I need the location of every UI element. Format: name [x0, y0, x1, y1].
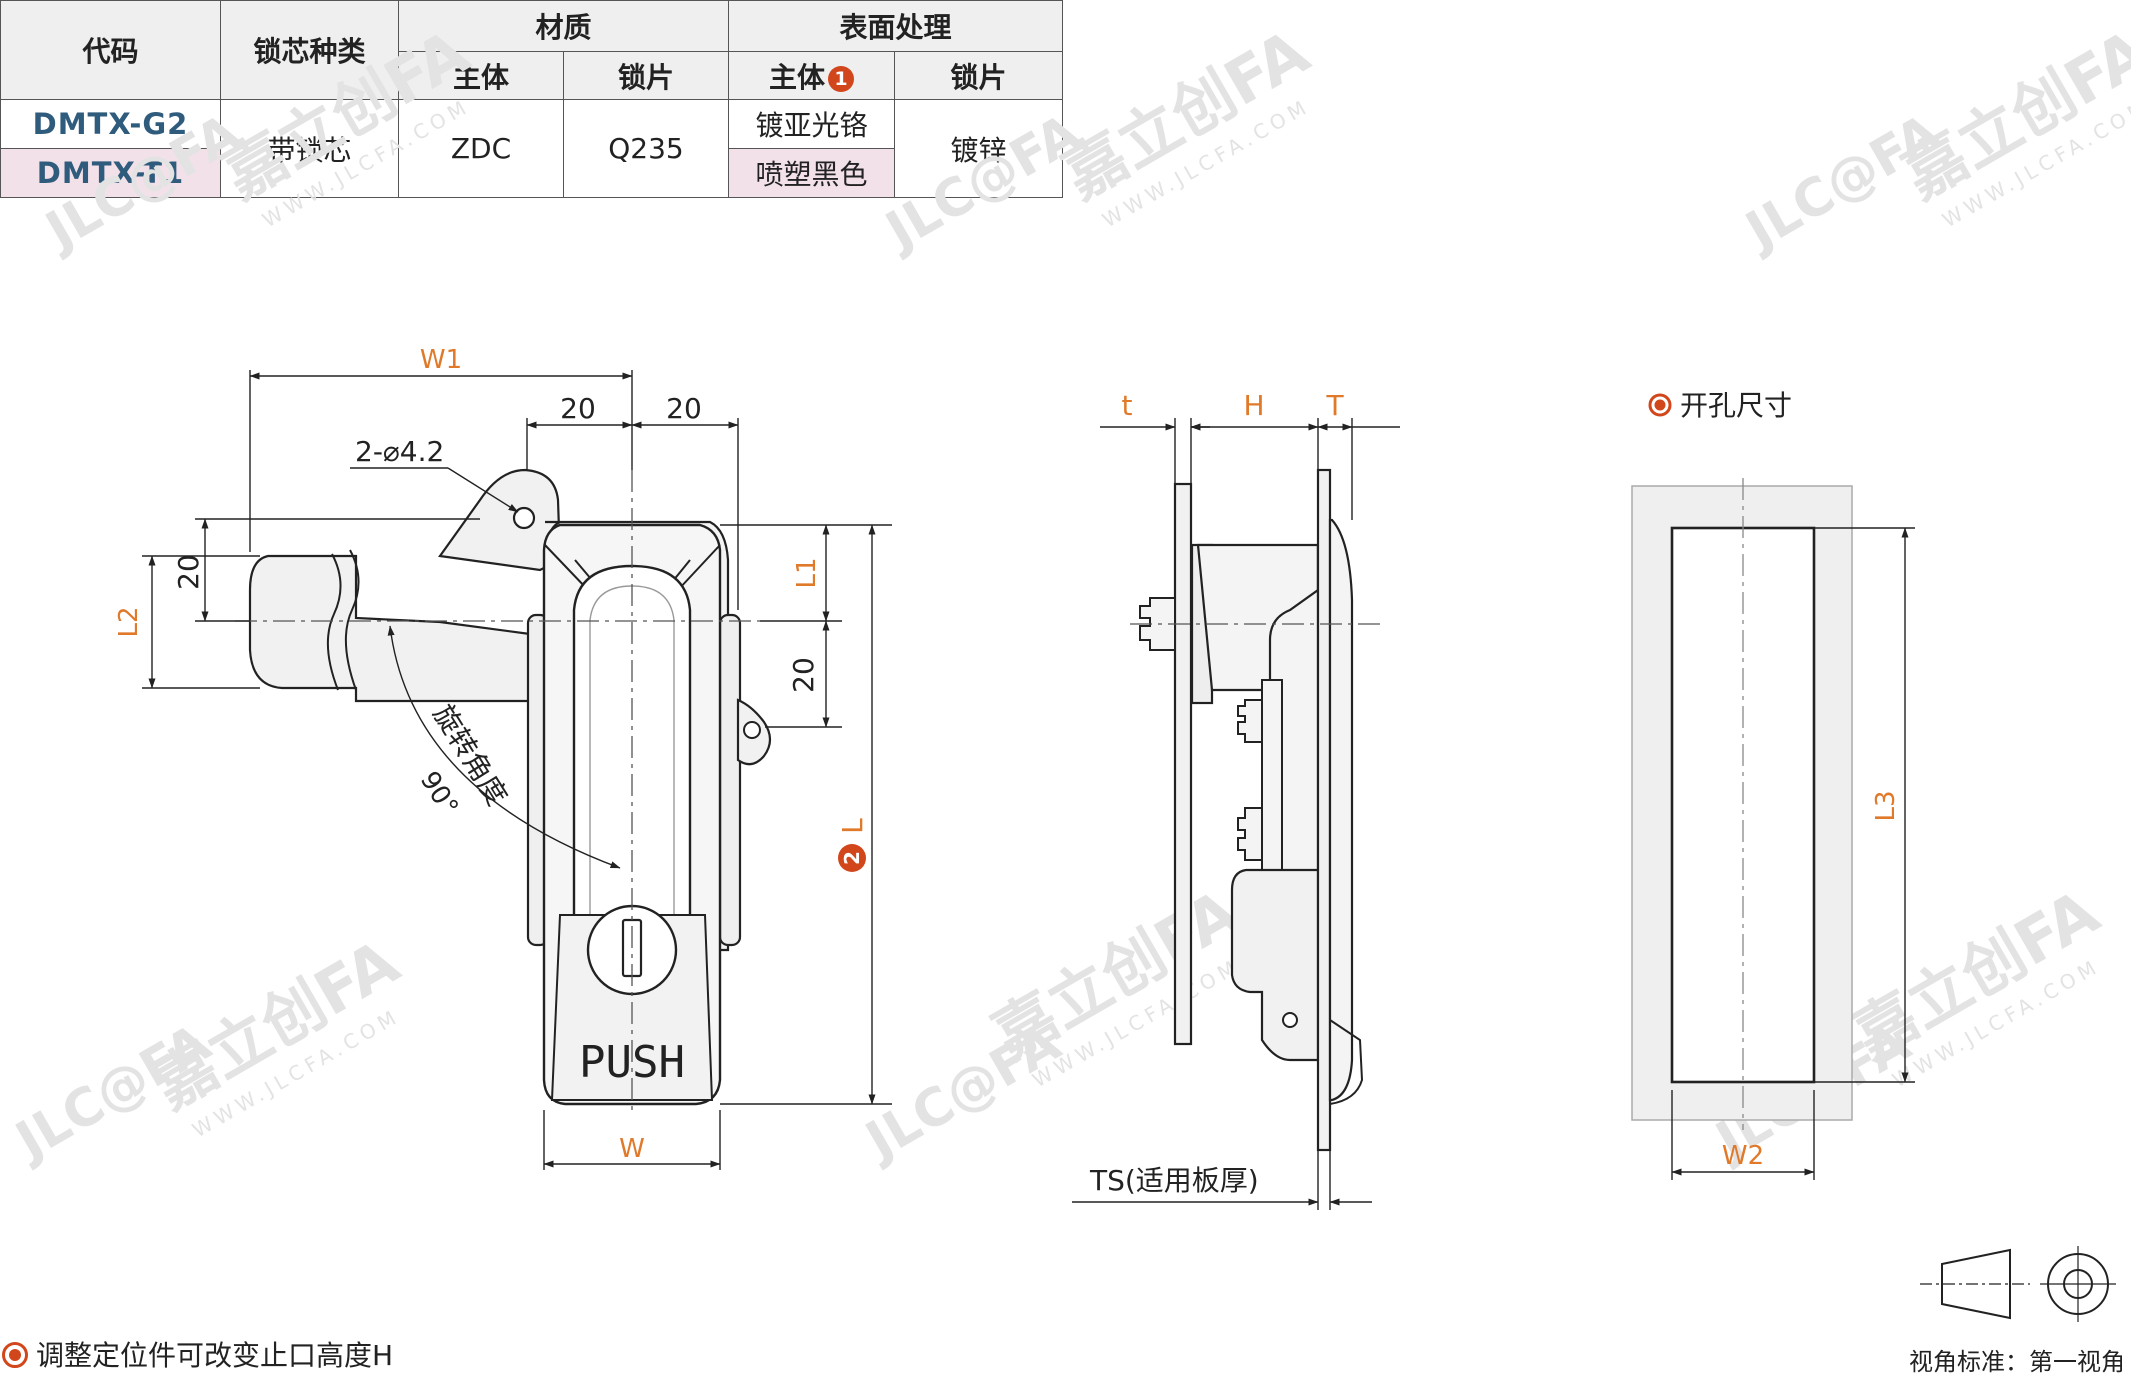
mount-hole — [512, 506, 536, 530]
dim-h: H — [1243, 389, 1264, 422]
handle-break-line — [344, 549, 360, 691]
dim-t-large: T — [1325, 389, 1344, 422]
row-plate-material: Q235 — [562, 99, 730, 198]
cutout-dimensions — [1671, 527, 1915, 1180]
push-trigger-inner — [589, 585, 675, 1006]
header-material-body: 主体 — [398, 51, 564, 100]
row-code: DMTX-T1 — [0, 148, 221, 198]
projection-label: 视角标准：第一视角 — [1909, 1342, 2125, 1377]
lower-bracket — [1230, 868, 1320, 1062]
dim-l-group: 2 L — [836, 818, 869, 872]
note-bullet-icon — [2, 1342, 28, 1368]
header-code: 代码 — [0, 0, 221, 100]
dim-w2: W2 — [1722, 1141, 1764, 1171]
dim-20-vertical-left: 20 — [172, 554, 205, 590]
pawl-screw — [1139, 597, 1176, 651]
row-core-type: 带锁芯 — [220, 99, 399, 198]
dim-w: W — [619, 1134, 645, 1164]
header-material-plate: 锁片 — [562, 51, 730, 100]
bezel-plate — [1316, 468, 1332, 1152]
panel-plate — [1173, 482, 1193, 1046]
bracket-hole — [1282, 1012, 1298, 1028]
trigger-side — [1328, 518, 1354, 1102]
side-dimensions — [1072, 418, 1400, 1210]
dim-w1: W1 — [420, 345, 462, 375]
pawl-lever — [438, 468, 562, 572]
row-plate-surface: 镀锌 — [894, 99, 1064, 198]
cutout-title-bullet-dot — [1654, 399, 1666, 411]
projection-symbol — [1920, 1246, 2116, 1322]
footer-note-text: 调整定位件可改变止口高度H — [36, 1339, 394, 1372]
header-surface: 表面处理 — [728, 0, 1064, 52]
front-view: PUSH — [114, 345, 892, 1170]
dim-l: L — [836, 818, 869, 834]
footer-note: 调整定位件可改变止口高度H — [2, 1334, 393, 1374]
dim-l3: L3 — [1871, 790, 1901, 821]
projection-cone-icon — [1941, 1248, 2011, 1320]
row-code: DMTX-G2 — [0, 99, 221, 149]
cutout-title-bullet — [1648, 393, 1672, 417]
stop-block — [1261, 679, 1283, 891]
dim-l1: L1 — [792, 557, 822, 588]
dim-20-left: 20 — [560, 392, 596, 425]
note-badge-1: 1 — [828, 65, 855, 92]
dim-20-right: 20 — [666, 392, 702, 425]
side-tab-hole — [743, 721, 761, 739]
side-view: t H T TS(适用板厚) — [1072, 389, 1400, 1210]
stop-screw — [1237, 807, 1263, 861]
row-body-material: ZDC — [398, 99, 564, 198]
dim-20-vertical-right: 20 — [787, 657, 820, 693]
watermark-logo: JLC@FA — [34, 103, 251, 263]
projection-label-text: 视角标准：第一视角 — [1909, 1348, 2125, 1376]
dim-t-small: t — [1122, 389, 1133, 422]
body-chamfer — [544, 544, 721, 593]
stop-screw — [1237, 699, 1263, 743]
cutout-view: 开孔尺寸 L3 W2 — [1631, 389, 1915, 1180]
header-surface-plate: 锁片 — [894, 51, 1064, 100]
dim-holes: 2-⌀4.2 — [355, 435, 444, 468]
front-dimensions — [142, 370, 892, 1170]
watermark-logo: JLC@FA — [874, 103, 1091, 263]
row-body-surface: 喷塑黑色 — [728, 148, 896, 198]
dim-l2: L2 — [114, 606, 144, 637]
handle-break-line — [326, 553, 342, 691]
note-badge-2 — [838, 844, 866, 872]
trigger-foot — [1329, 1019, 1364, 1105]
note-badge-2-label: 2 — [840, 851, 864, 865]
housing-flange-right — [718, 613, 742, 947]
dim-ts: TS(适用板厚) — [1089, 1164, 1259, 1197]
rotation-angle: 90° — [414, 766, 464, 821]
cutout-title: 开孔尺寸 — [1680, 389, 1792, 422]
header-surface-body-label: 主体 — [769, 60, 826, 94]
